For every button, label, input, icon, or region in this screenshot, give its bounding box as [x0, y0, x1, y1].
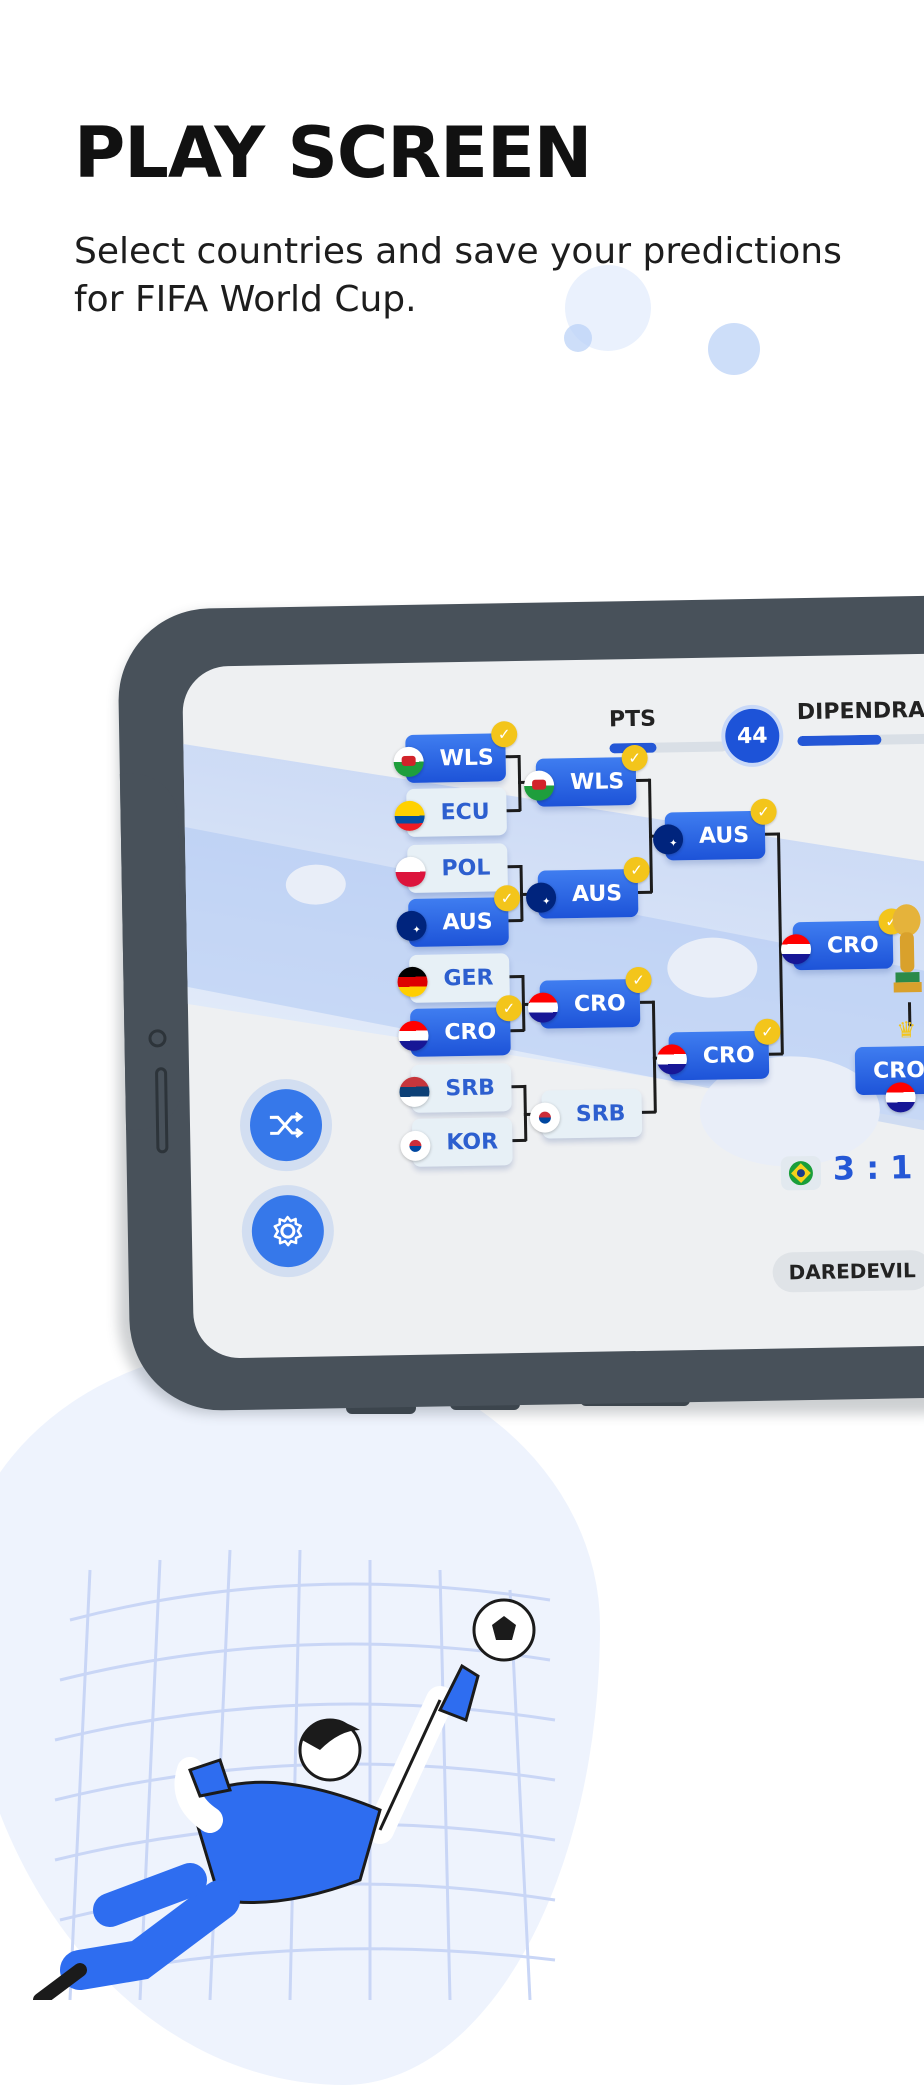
- team-code: POL: [441, 855, 491, 881]
- bracket-line: [637, 890, 653, 894]
- phone-screen: PTS 44 DIPENDRA: [182, 651, 924, 1359]
- gear-icon: [273, 1215, 303, 1247]
- team-slot-final[interactable]: CRO ✓: [780, 908, 905, 971]
- score-flag-chip: [780, 1155, 822, 1191]
- flag-poland: [395, 856, 426, 888]
- team-slot-r16[interactable]: WLS ✓: [393, 721, 518, 783]
- flag-croatia: [656, 1044, 688, 1075]
- flag-croatia: [398, 1020, 429, 1052]
- player-bar: [797, 733, 924, 747]
- team-slot-qf[interactable]: SRB: [529, 1088, 643, 1139]
- team-slot-r16[interactable]: ECU: [394, 787, 507, 837]
- shuffle-button[interactable]: [249, 1088, 323, 1162]
- check-icon: ✓: [491, 721, 518, 748]
- team-code: CRO: [573, 990, 626, 1017]
- team-slot-r16[interactable]: KOR: [400, 1117, 513, 1167]
- decor-bubble: [564, 324, 592, 352]
- flag-australia: ✦: [396, 910, 427, 942]
- team-code: WLS: [439, 744, 494, 771]
- team-slot-qf[interactable]: WLS ✓: [523, 744, 648, 807]
- flag-australia: ✦: [652, 824, 684, 855]
- team-code: CRO: [826, 932, 879, 959]
- flag-south-korea: [529, 1102, 561, 1133]
- goalkeeper-illustration: [33, 1598, 536, 2000]
- team-code: GER: [443, 964, 494, 991]
- team-slot-r16[interactable]: POL: [395, 843, 508, 893]
- bracket-line: [510, 1028, 525, 1033]
- team-code: CRO: [702, 1042, 755, 1069]
- crown-icon: ♛: [896, 1018, 917, 1044]
- team-slot-sf[interactable]: ✦ AUS ✓: [652, 798, 777, 861]
- bracket-line: [506, 808, 521, 813]
- trophy-icon: [892, 904, 922, 993]
- bracket-line: [768, 1052, 783, 1056]
- team-code: CRO: [444, 1018, 497, 1045]
- check-icon: ✓: [750, 798, 777, 825]
- phone-notch: [117, 772, 185, 1154]
- team-code: SRB: [575, 1100, 626, 1127]
- team-code: CRO: [872, 1057, 924, 1084]
- team-slot-r16[interactable]: SRB: [399, 1063, 512, 1113]
- flag-serbia: [399, 1076, 430, 1108]
- flag-wales: [393, 746, 424, 778]
- speaker-slot: [154, 1067, 169, 1154]
- flag-croatia: [780, 933, 812, 965]
- team-slot-r16[interactable]: CRO ✓: [398, 994, 523, 1057]
- flag-germany: [397, 966, 428, 998]
- team-code: ECU: [440, 799, 490, 825]
- flag-south-korea: [400, 1130, 431, 1162]
- player-bar-fill: [797, 734, 882, 747]
- page-title: PLAY SCREEN: [74, 112, 592, 194]
- page-subtitle: Select countries and save your predictio…: [74, 231, 842, 320]
- flag-brazil: [788, 1160, 814, 1186]
- team-slot-sf[interactable]: CRO ✓: [656, 1018, 781, 1081]
- flag-ecuador: [394, 800, 425, 832]
- champion-slot[interactable]: CRO: [854, 1045, 924, 1113]
- bracket-line: [508, 918, 523, 923]
- team-slot-r16[interactable]: ✦ AUS ✓: [396, 885, 521, 947]
- points-label: PTS: [608, 706, 657, 733]
- team-code: AUS: [442, 908, 493, 935]
- camera-icon: [148, 1029, 167, 1048]
- player-name: DIPENDRA: [796, 697, 924, 726]
- settings-button[interactable]: [251, 1194, 325, 1268]
- shuffle-icon: [269, 1111, 304, 1139]
- team-code: SRB: [445, 1074, 496, 1101]
- score-value: 3 : 1: [832, 1148, 913, 1188]
- check-icon: ✓: [621, 744, 648, 772]
- bracket-line: [641, 1110, 656, 1114]
- phone-frame: PTS 44 DIPENDRA: [117, 594, 924, 1412]
- team-code: AUS: [698, 822, 750, 849]
- points-badge: 44: [724, 708, 780, 764]
- bracket-line: [512, 1138, 527, 1143]
- team-slot-r16[interactable]: GER: [397, 953, 510, 1003]
- flag-croatia: [527, 992, 559, 1023]
- team-code: AUS: [571, 880, 623, 907]
- flag-wales: [523, 770, 555, 801]
- user-tag[interactable]: DAREDEVIL: [772, 1249, 924, 1293]
- flag-australia: ✦: [525, 882, 557, 913]
- team-slot-qf[interactable]: ✦ AUS ✓: [525, 856, 650, 919]
- team-slot-qf[interactable]: CRO ✓: [527, 966, 652, 1029]
- team-code: KOR: [446, 1128, 499, 1155]
- team-code: WLS: [569, 768, 625, 795]
- decor-bubble: [708, 323, 760, 375]
